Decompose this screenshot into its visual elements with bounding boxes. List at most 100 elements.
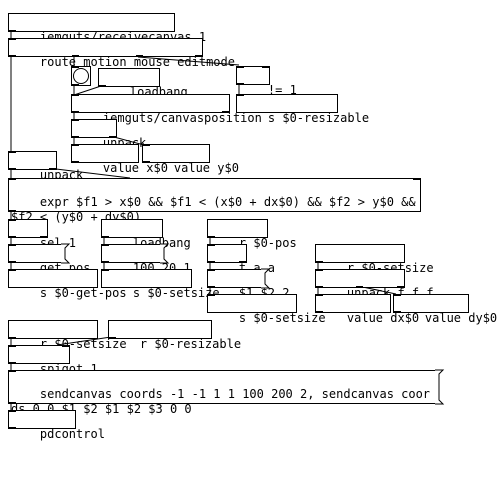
expr-object[interactable]: expr $f1 > x$0 && $f1 < (x$0 + dx$0) && … (8, 178, 421, 224)
outlet[interactable] (9, 261, 16, 263)
loadbang-object-2[interactable]: loadbang (101, 219, 191, 250)
outlet[interactable] (9, 30, 16, 32)
send-resizable-object[interactable]: s $0-resizable (236, 94, 369, 125)
inlet[interactable] (9, 151, 16, 153)
outlet[interactable] (316, 311, 323, 313)
inlet[interactable] (316, 269, 323, 271)
inlet[interactable] (9, 410, 16, 412)
outlet[interactable] (9, 337, 16, 339)
canvasposition-object[interactable]: iemguts/canvasposition (71, 94, 262, 125)
outlet[interactable] (316, 261, 323, 263)
outlet[interactable] (195, 55, 202, 57)
inlet[interactable] (9, 38, 16, 40)
receive-pos-object[interactable]: r $0-pos (207, 219, 297, 250)
inlet[interactable] (102, 269, 109, 271)
outlet[interactable] (9, 55, 16, 57)
outlet[interactable] (9, 210, 16, 212)
outlet[interactable] (40, 236, 47, 238)
inlet[interactable] (72, 94, 79, 96)
unpack-object-2[interactable]: unpack (8, 151, 83, 182)
outlet[interactable] (102, 236, 109, 238)
inlet[interactable] (208, 294, 215, 296)
outlet[interactable] (222, 111, 229, 113)
inlet[interactable] (72, 66, 79, 68)
outlet[interactable] (208, 286, 215, 288)
trigger-object[interactable]: t a a (207, 244, 275, 275)
outlet[interactable] (9, 236, 16, 238)
value-dy-object[interactable]: value dy$0 (393, 294, 497, 325)
outlet[interactable] (316, 286, 323, 288)
value-x-object[interactable]: value x$0 (71, 144, 168, 175)
bang-circle-icon (73, 68, 89, 84)
receivecanvas-object[interactable]: iemguts/receivecanvas 1 (8, 13, 206, 44)
outlet[interactable] (136, 55, 143, 57)
outlet[interactable] (9, 402, 16, 404)
patch-canvas[interactable]: iemguts/receivecanvas 1 route motion mou… (0, 0, 497, 441)
inlet[interactable] (143, 144, 150, 146)
value-dx-object[interactable]: value dx$0 (315, 294, 419, 325)
args-message[interactable]: $1 $2 2 (207, 268, 289, 300)
outlet[interactable] (99, 85, 106, 87)
outlet[interactable] (72, 84, 79, 86)
send-setsize-object[interactable]: s $0-setsize (101, 269, 220, 300)
outlet[interactable] (208, 261, 215, 263)
outlet[interactable] (49, 168, 56, 170)
loadbang-object[interactable]: loadbang (98, 68, 188, 99)
outlet[interactable] (109, 337, 116, 339)
sendcanvas-message[interactable]: sendcanvas coords -1 -1 1 1 100 200 2, s… (8, 369, 445, 416)
outlet[interactable] (72, 136, 79, 138)
pdcontrol-object[interactable]: pdcontrol (8, 410, 105, 441)
inlet[interactable] (413, 178, 420, 180)
value-dx-label: value dx$0 (346, 311, 420, 325)
outlet[interactable] (397, 286, 404, 288)
outlet[interactable] (394, 311, 401, 313)
outlet[interactable] (72, 111, 79, 113)
outlet[interactable] (237, 83, 244, 85)
inlet[interactable] (237, 66, 244, 68)
inlet[interactable] (316, 294, 323, 296)
outlet[interactable] (9, 427, 16, 429)
inlet[interactable] (208, 269, 215, 271)
inlet[interactable] (9, 178, 16, 180)
outlet[interactable] (9, 168, 16, 170)
outlet[interactable] (72, 55, 79, 57)
size-message[interactable]: 100 20 1 (101, 243, 191, 275)
outlet[interactable] (102, 261, 109, 263)
inlet[interactable] (72, 119, 79, 121)
receive-resizable-label: r $0-resizable (139, 337, 242, 351)
route-label: route motion mouse editmode (39, 55, 235, 69)
sel-object[interactable]: sel 1 (8, 219, 76, 250)
inlet[interactable] (208, 244, 215, 246)
outlet[interactable] (9, 362, 16, 364)
inlet[interactable] (9, 244, 16, 246)
receive-resizable-object[interactable]: r $0-resizable (108, 320, 241, 351)
unpack-fff-object[interactable]: unpack f f f (315, 269, 434, 300)
inlet[interactable] (9, 269, 16, 271)
outlet[interactable] (109, 136, 116, 138)
outlet[interactable] (72, 161, 79, 163)
route-object[interactable]: route motion mouse editmode (8, 38, 235, 69)
outlet[interactable] (356, 286, 363, 288)
not-equal-object[interactable]: != 1 (236, 66, 297, 97)
unpack-object-1[interactable]: unpack (71, 119, 146, 150)
get-pos-message[interactable]: get_pos (8, 243, 90, 275)
inlet[interactable] (262, 66, 269, 68)
inlet[interactable] (237, 94, 244, 96)
inlet[interactable] (9, 219, 16, 221)
inlet[interactable] (72, 144, 79, 146)
outlet[interactable] (143, 161, 150, 163)
send-setsize-object-2[interactable]: s $0-setsize (207, 294, 326, 325)
value-y-object[interactable]: value y$0 (142, 144, 239, 175)
outlet[interactable] (208, 236, 215, 238)
spigot-object[interactable]: spigot 1 (8, 345, 98, 376)
receive-setsize-object[interactable]: r $0-setsize (315, 244, 434, 275)
inlet[interactable] (9, 370, 16, 372)
receive-setsize-object-2[interactable]: r $0-setsize (8, 320, 127, 351)
bang-button[interactable] (71, 66, 91, 86)
inlet[interactable] (394, 294, 401, 296)
outlet[interactable] (239, 261, 246, 263)
inlet[interactable] (62, 345, 69, 347)
send-get-pos-object[interactable]: s $0-get-pos (8, 269, 127, 300)
inlet[interactable] (9, 345, 16, 347)
inlet[interactable] (102, 244, 109, 246)
